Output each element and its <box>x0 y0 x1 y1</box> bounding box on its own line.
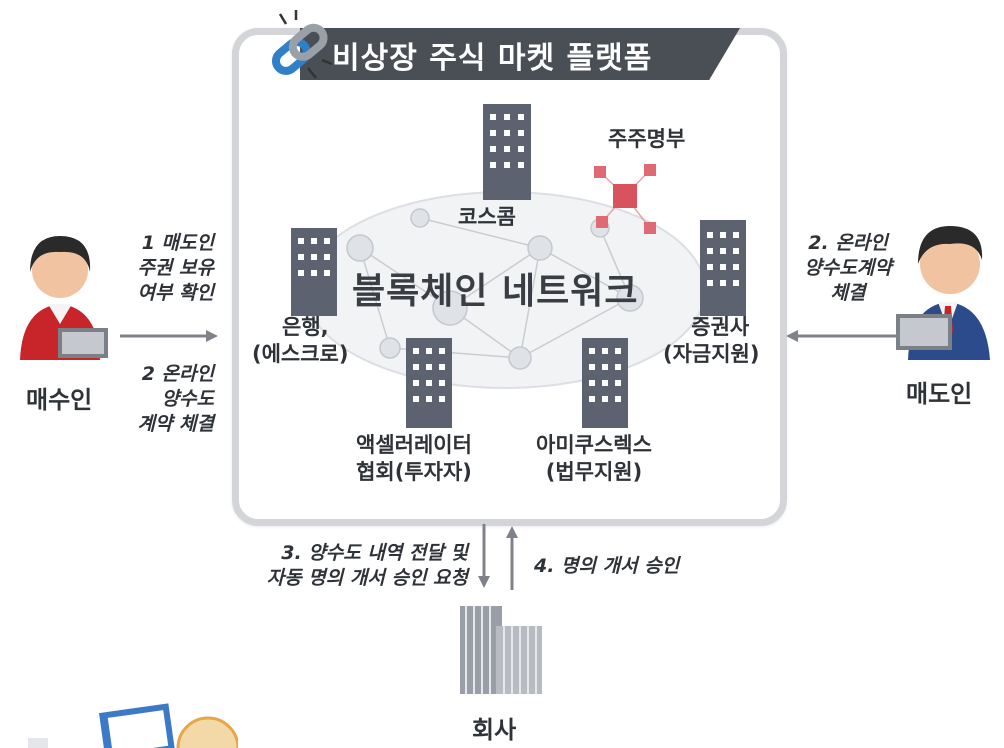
seller-note-line1: 2. 온라인 <box>808 232 888 254</box>
company-building-icon <box>460 606 542 694</box>
seller-note-line3: 체결 <box>830 282 866 304</box>
accelerator-label: 액셀러레이터 협회(투자자) <box>356 432 472 486</box>
amicus-label-line1: 아미쿠스렉스 <box>536 433 652 457</box>
buyer-note-2: 2 온라인 양수도 계약 체결 <box>118 362 214 437</box>
securities-label-line1: 증권사 <box>691 315 750 339</box>
amicus-label: 아미쿠스렉스 (법무지원) <box>536 432 652 486</box>
securities-label-line2: (자금지원) <box>663 342 760 366</box>
buyer-note-2-line1: 2 온라인 <box>141 363 214 385</box>
company-label: 회사 <box>472 716 517 744</box>
amicus-building-icon <box>582 338 628 428</box>
accelerator-label-line2: 협회(투자자) <box>356 460 472 484</box>
amicus-label-line2: (법무지원) <box>545 460 643 484</box>
seller-to-platform-arrow <box>786 330 900 342</box>
koscom-label: 코스콤 <box>458 205 516 229</box>
company-approval-note: 4. 명의 개서 승인 <box>534 555 680 577</box>
buyer-note-2-line2: 양수도 <box>161 388 214 410</box>
document-illustration <box>28 703 238 748</box>
chain-link-icon <box>271 10 333 79</box>
company-request-line2: 자동 명의 개서 승인 요청 <box>266 567 468 589</box>
buyer-person-icon <box>20 236 108 360</box>
seller-person-icon <box>896 226 990 360</box>
seller-label: 매도인 <box>906 380 973 408</box>
buyer-note-2-line3: 계약 체결 <box>137 413 214 435</box>
buyer-note-1-line3: 여부 확인 <box>137 282 214 304</box>
platform-to-company-arrow <box>478 524 490 588</box>
securities-building-icon <box>700 220 746 316</box>
buyer-label: 매수인 <box>26 386 93 414</box>
registry-blocks-icon <box>594 164 656 234</box>
securities-label: 증권사 (자금지원) <box>663 314 759 368</box>
platform-title-bar <box>300 28 740 80</box>
accelerator-building-icon <box>406 338 452 428</box>
seller-note: 2. 온라인 양수도계약 체결 <box>790 231 906 306</box>
buyer-note-1-line2: 주권 보유 <box>137 257 214 279</box>
koscom-building-icon <box>483 104 531 200</box>
buyer-note-1-line1: 1 매도인 <box>141 232 214 254</box>
bank-label-line1: 은행, <box>282 315 329 339</box>
bank-label: 은행, (에스크로) <box>252 314 348 368</box>
company-request-line1: 3. 양수도 내역 전달 및 <box>281 542 468 564</box>
network-label: 블록체인 네트워크 <box>352 271 639 312</box>
platform-title: 비상장 주식 마켓 플랫폼 <box>332 41 653 76</box>
buyer-to-platform-arrow <box>120 330 218 342</box>
bank-label-line2: (에스크로) <box>252 342 349 366</box>
accelerator-label-line1: 액셀러레이터 <box>356 433 472 457</box>
shareholder-registry-label: 주주명부 <box>608 127 686 151</box>
seller-note-line2: 양수도계약 <box>804 257 892 279</box>
company-to-platform-arrow <box>506 526 518 590</box>
buyer-note-1: 1 매도인 주권 보유 여부 확인 <box>118 231 214 306</box>
bank-building-icon <box>291 228 337 316</box>
company-request-note: 3. 양수도 내역 전달 및 자동 명의 개서 승인 요청 <box>184 541 468 591</box>
